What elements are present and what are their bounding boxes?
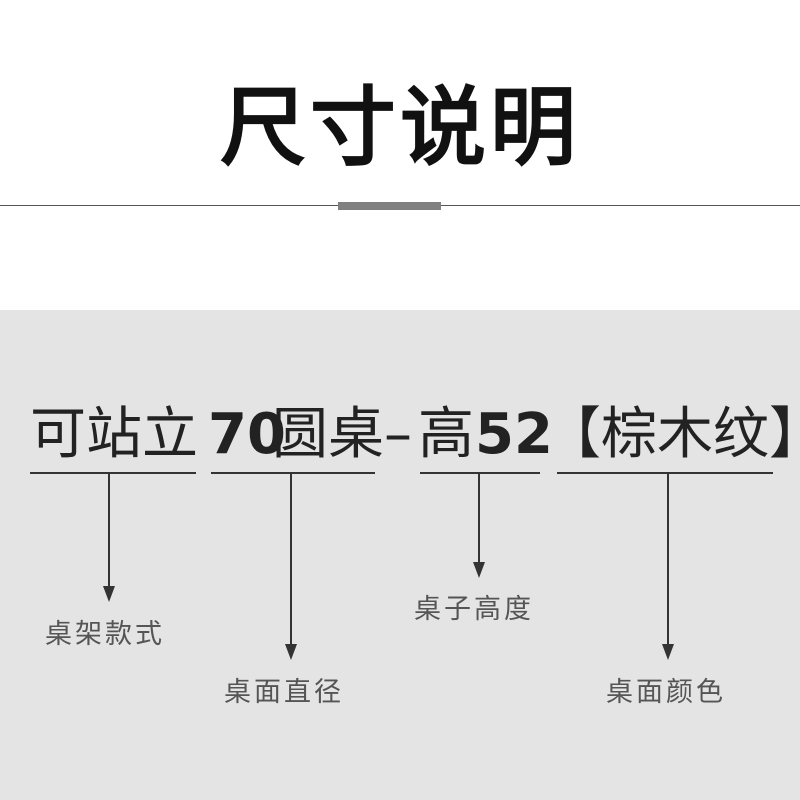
arrow-down-icon [285,644,297,660]
divider-accent [338,202,441,210]
underline-style [30,472,196,474]
header-section [0,0,800,310]
product-height-word: 高 [418,402,474,467]
page-title: 尺寸说明 [220,78,580,178]
product-diameter-word: 圆桌 [272,402,384,467]
arrow-down-icon [662,644,674,660]
product-style-text: 可站立 [30,402,198,467]
arrow-down-icon [103,586,115,602]
underline-diameter [211,472,375,474]
pointer-line-height [478,474,480,562]
pointer-line-style [108,474,110,586]
pointer-line-color [667,474,669,644]
underline-height [420,472,540,474]
arrow-down-icon [473,562,485,578]
product-diameter-number: 70 [208,402,286,467]
label-table-height: 桌子高度 [414,594,534,625]
product-dash: – [384,402,412,467]
label-tabletop-diameter: 桌面直径 [224,677,344,708]
underline-color [557,472,773,474]
pointer-line-diameter [290,474,292,644]
product-color-text: 【棕木纹】 [545,402,800,467]
label-table-frame-style: 桌架款式 [45,619,165,650]
spec-section [0,310,800,800]
label-tabletop-color: 桌面颜色 [606,677,726,708]
product-height-number: 52 [475,402,553,467]
